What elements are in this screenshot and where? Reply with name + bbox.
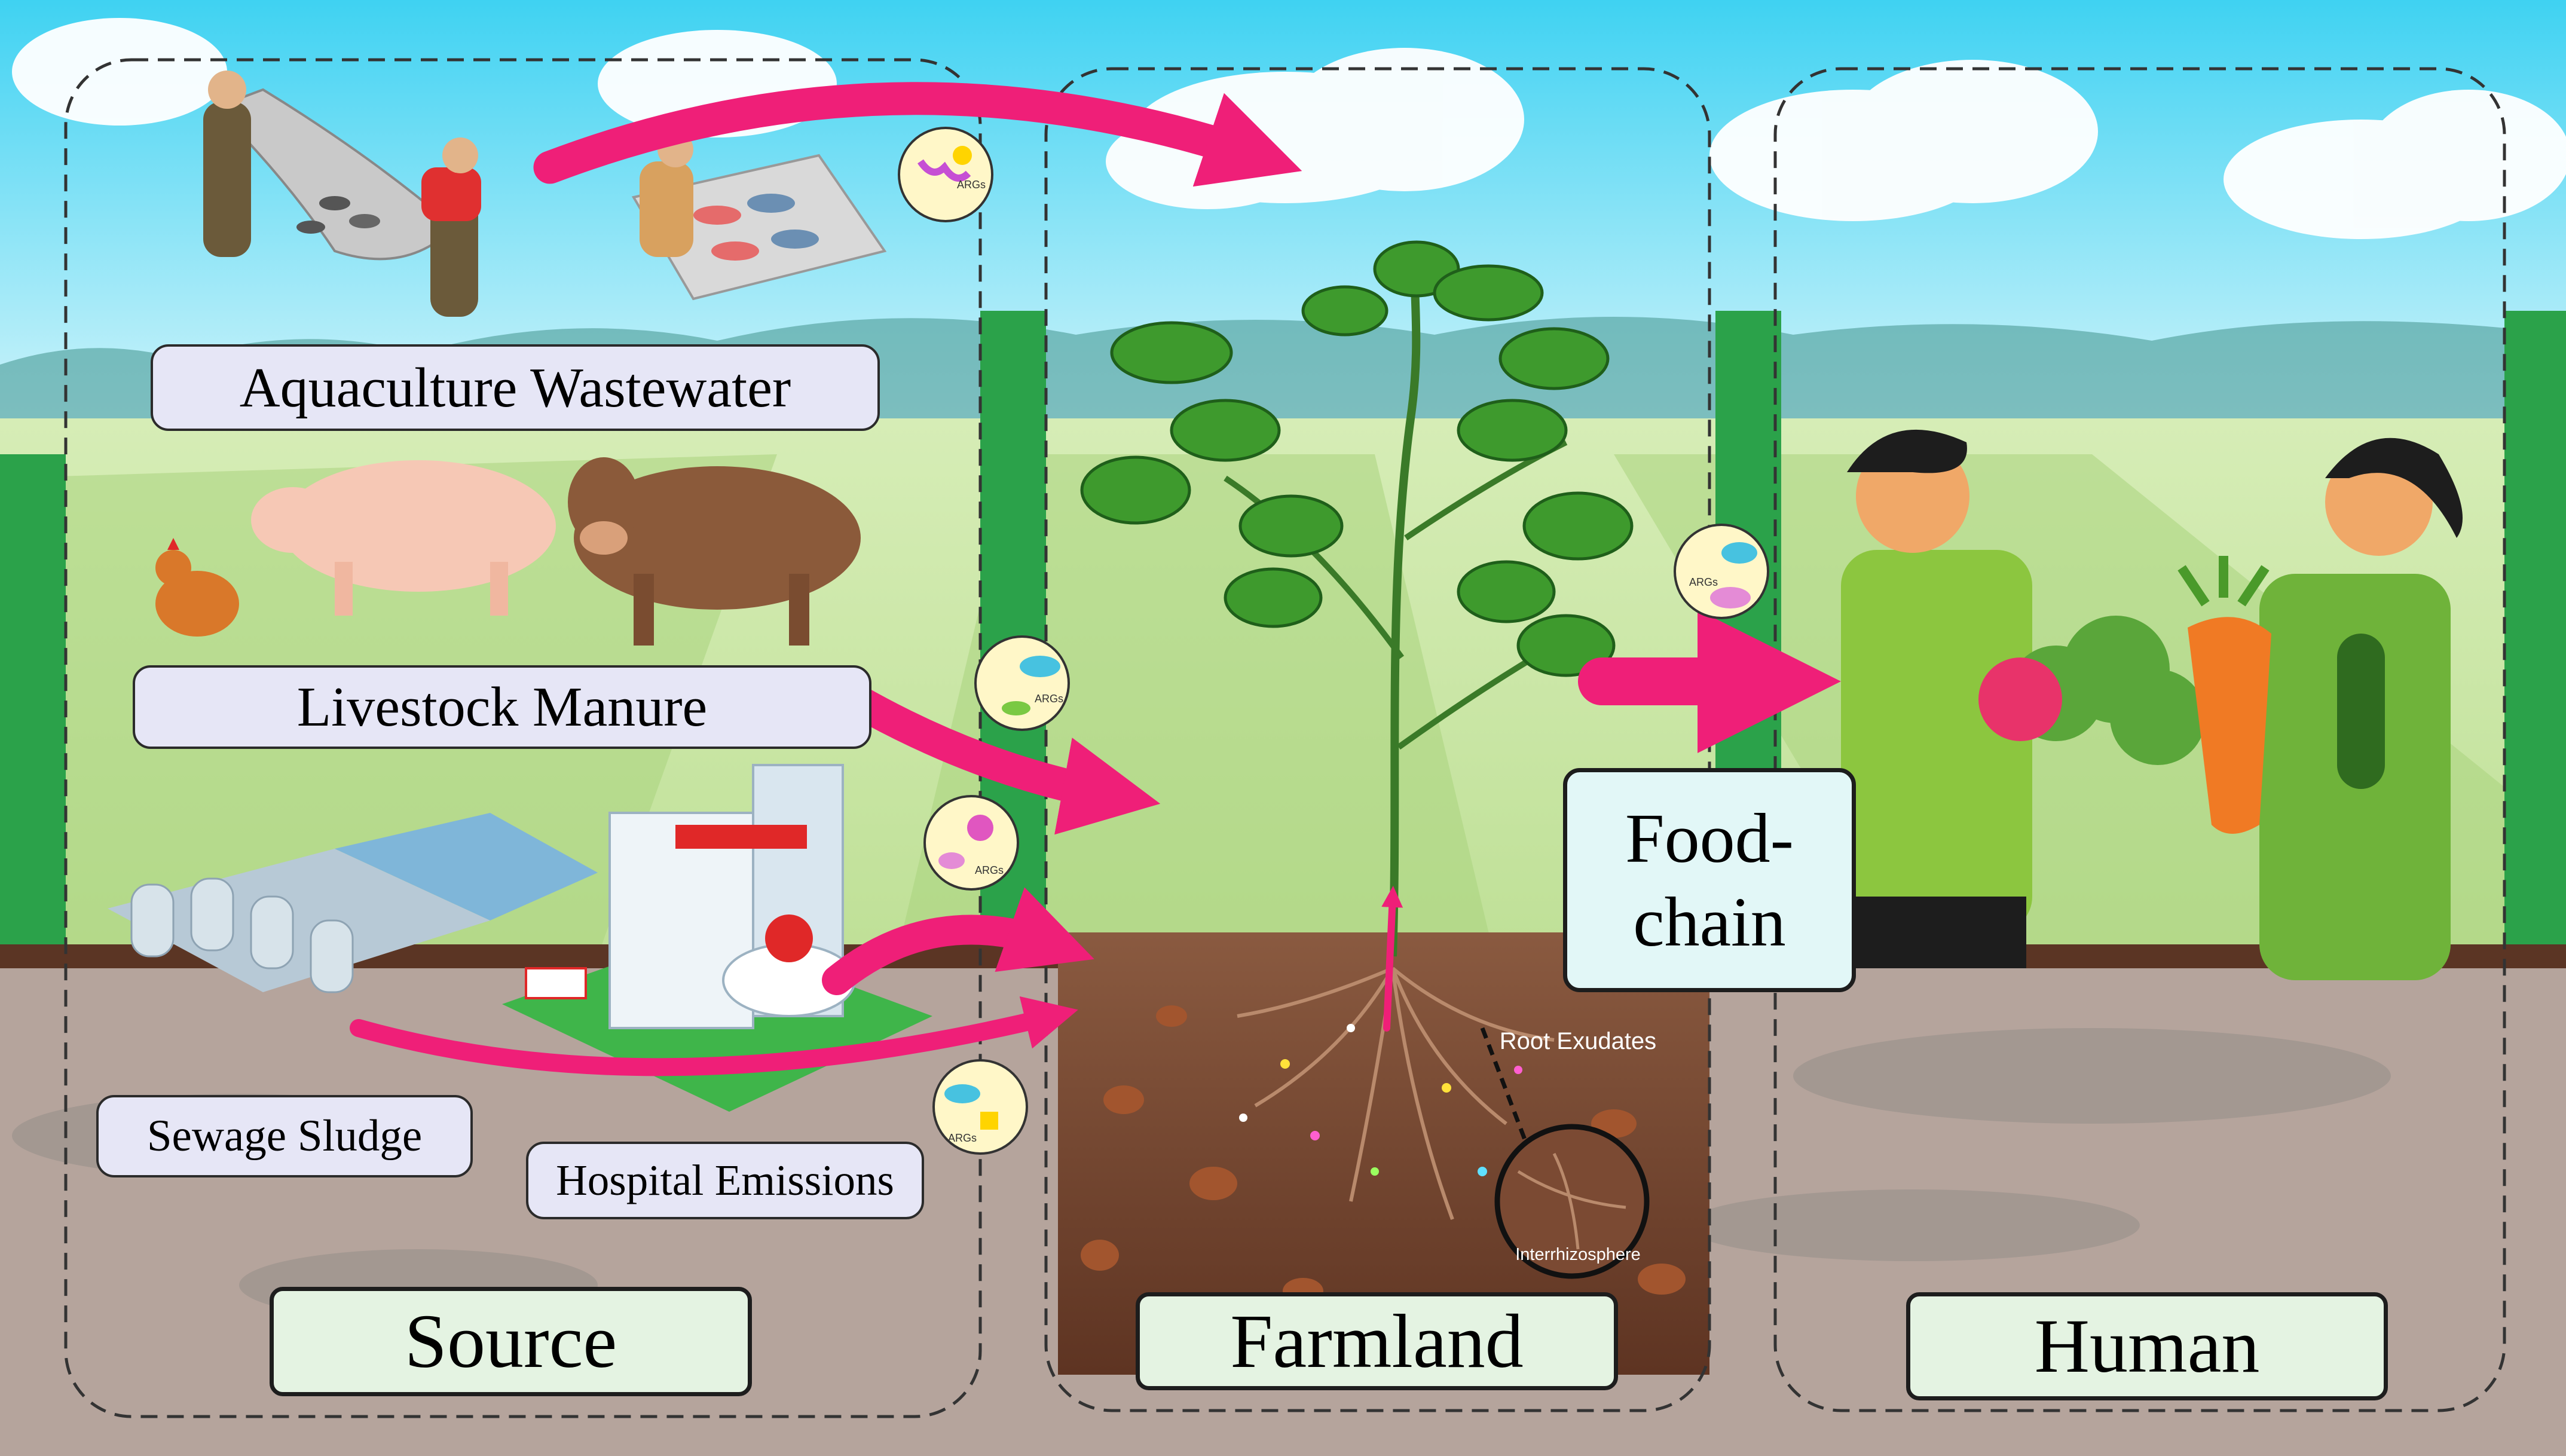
uptake-arrow <box>1381 886 1403 1032</box>
args-badge-5: ARGs <box>932 1059 1028 1155</box>
args-badge-2-label: ARGs <box>1689 576 1718 588</box>
args-badge-4: ARGs <box>923 795 1019 891</box>
lens-connector <box>1480 1027 1533 1155</box>
source-panel-title: Source <box>270 1287 752 1396</box>
args-badge-3: ARGs <box>974 635 1070 731</box>
args-badge-3-label: ARGs <box>1035 693 1063 705</box>
human-panel-title: Human <box>1906 1292 2388 1400</box>
man-illustration <box>1841 429 2206 968</box>
cow-illustration <box>568 457 861 646</box>
woman-illustration <box>2177 438 2463 980</box>
sewage-arrow <box>350 996 1078 1076</box>
soil-particles <box>1239 1024 1522 1176</box>
args-badge-2: ARGs <box>1674 524 1769 619</box>
food-chain-label: Food- chain <box>1563 768 1856 992</box>
food-chain-line-1: Food- <box>1625 799 1794 878</box>
flow-arrows <box>350 82 1841 1076</box>
hospital-arrow <box>822 887 1094 995</box>
food-chain-line-2: chain <box>1633 882 1786 961</box>
livestock-arrow <box>838 683 1161 835</box>
pig-illustration <box>251 460 556 616</box>
args-badge-5-label: ARGs <box>948 1132 977 1144</box>
clouds <box>12 18 2566 239</box>
side-strips <box>0 311 2566 962</box>
hospital-emissions-label: Hospital Emissions <box>526 1142 924 1219</box>
aquaculture-arrow <box>533 82 1302 187</box>
chicken-illustration <box>155 538 239 637</box>
args-badge-1: ARGs <box>898 127 993 222</box>
plant-roots <box>1237 966 1555 1221</box>
farmland-panel-title: Farmland <box>1136 1292 1618 1390</box>
args-badge-1-label: ARGs <box>957 179 986 191</box>
interrhizosphere-label: Interrhizosphere <box>1515 1245 1641 1264</box>
sewage-plant-illustration <box>108 813 598 993</box>
plant-illustration <box>1080 240 1634 957</box>
sewage-sludge-label: Sewage Sludge <box>96 1095 473 1177</box>
interrhizosphere-lens <box>1494 1124 1650 1279</box>
fish-net-illustration <box>203 71 481 317</box>
livestock-manure-label: Livestock Manure <box>133 665 871 749</box>
args-badge-4-label: ARGs <box>975 864 1004 876</box>
root-exudates-label: Root Exudates <box>1500 1028 1656 1054</box>
aquaculture-wastewater-label: Aquaculture Wastewater <box>151 344 880 431</box>
